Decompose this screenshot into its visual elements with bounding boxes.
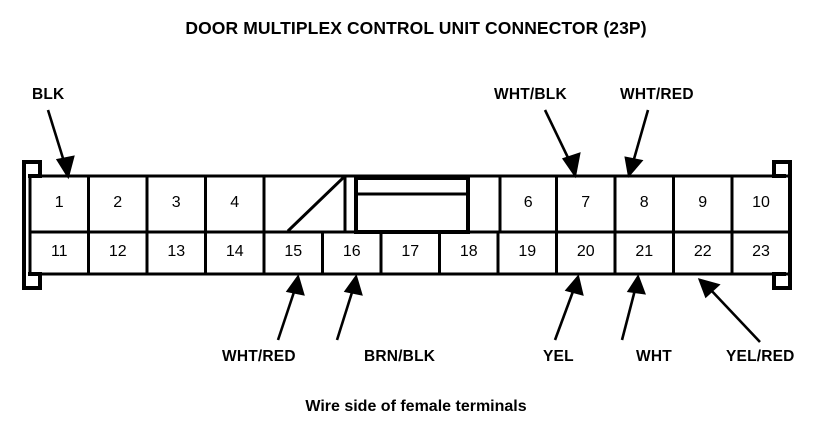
pin-cell-15: 15 [284,243,303,260]
pin-cell-18: 18 [459,243,478,260]
wire-label-wht-blk: WHT/BLK [494,86,567,103]
pin-cell-7: 7 [581,194,591,211]
pin-cell-11: 11 [50,243,68,260]
wire-label-brn-blk: BRN/BLK [364,348,436,365]
pin-cell-4: 4 [230,194,240,211]
pin-cell-19: 19 [518,243,537,260]
pin-cell-1: 1 [54,194,64,211]
wire-label-yel-red: YEL/RED [726,348,795,365]
wire-label-yel: YEL [543,348,574,365]
pin-cell-17: 17 [401,243,420,260]
pin-cell-9: 9 [698,194,708,211]
wire-label-blk: BLK [32,86,65,103]
wire-label-wht-red-top: WHT/RED [620,86,694,103]
pin-cell-22: 22 [693,243,712,260]
wire-label-wht: WHT [636,348,672,365]
pin-cell-3: 3 [171,194,181,211]
pin-cell-2: 2 [113,194,123,211]
pin-cell-23: 23 [752,243,770,260]
pin-cell-16: 16 [342,243,361,260]
diagram-caption: Wire side of female terminals [305,398,527,415]
pin-cell-10: 10 [752,194,770,211]
pin-cell-6: 6 [523,194,533,211]
wire-label-wht-red-bottom: WHT/RED [222,348,296,365]
pin-cell-13: 13 [167,243,186,260]
pin-cell-20: 20 [576,243,595,260]
diagram-title: DOOR MULTIPLEX CONTROL UNIT CONNECTOR (2… [185,18,647,38]
pin-cell-8: 8 [639,194,649,211]
pin-cell-14: 14 [225,243,244,260]
pin-cell-21: 21 [635,243,654,260]
pin-cell-12: 12 [108,243,127,260]
